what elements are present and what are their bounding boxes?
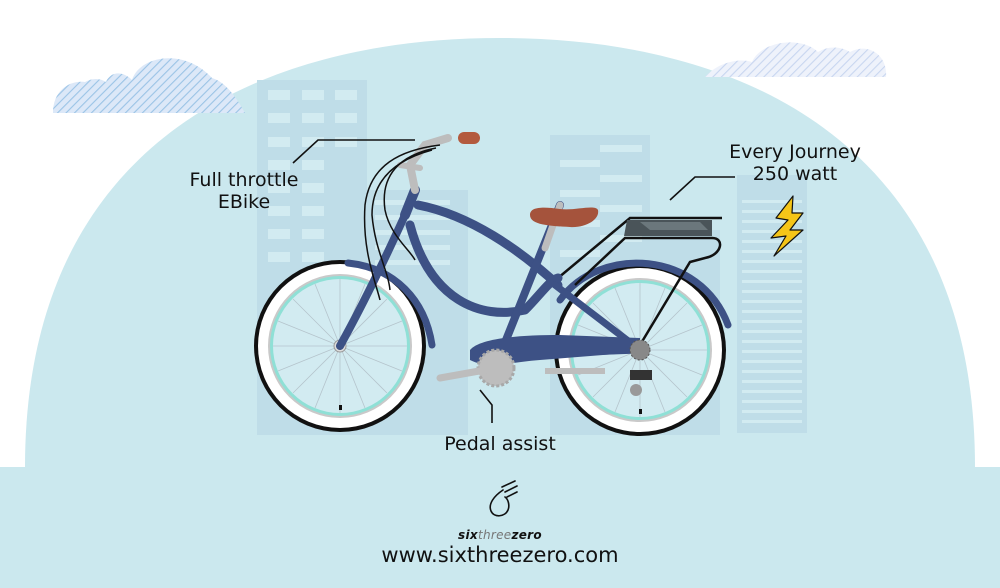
- pedal-callout-label: Pedal assist: [444, 433, 556, 455]
- website-url: www.sixthreezero.com: [381, 543, 619, 567]
- crankset: [436, 348, 605, 388]
- throttle-callout-label: Full throttle EBike: [168, 169, 320, 214]
- throttle-label-line2: EBike: [217, 190, 271, 213]
- brand-part-six: six: [458, 528, 478, 542]
- battery: [624, 220, 712, 236]
- chain-guard: [470, 335, 640, 365]
- brake-cables: [363, 144, 441, 301]
- lightning-bolt-icon: [770, 195, 804, 257]
- wing-drop-logo-icon: [489, 480, 518, 517]
- journey-label-line1: Every Journey: [729, 141, 861, 163]
- callout-lines: [292, 139, 735, 423]
- brand-part-zero: zero: [511, 528, 542, 542]
- throttle-label-line1: Full throttle: [189, 169, 299, 191]
- cloud-icon-right: [705, 42, 887, 77]
- cloud-icon-left: [53, 58, 245, 113]
- brand-wordmark: sixthreezero: [400, 528, 600, 542]
- rear-rack: [557, 216, 722, 346]
- seat: [530, 201, 599, 252]
- brand-part-three: three: [477, 528, 512, 542]
- derailleur: [629, 339, 652, 396]
- battery-callout-label: Every Journey 250 watt: [700, 141, 890, 186]
- journey-label-line2: 250 watt: [752, 162, 838, 185]
